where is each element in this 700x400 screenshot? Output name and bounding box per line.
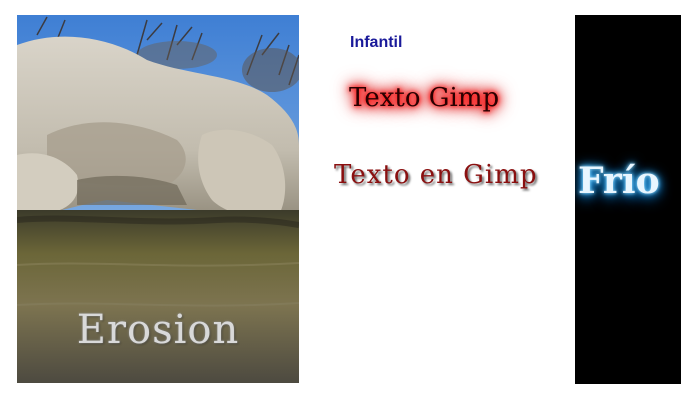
infantil-label: Infantil [350,34,403,51]
erosion-photo: Erosion [17,15,299,383]
cold-text-sample: Frío [578,160,660,202]
shadow-text-container: Texto en Gimp [334,160,546,200]
cold-text-panel: Frío [575,15,681,384]
shadow-text-sample: Texto en Gimp [334,160,538,190]
rock-landscape-image [17,15,299,383]
erosion-caption: Erosion [76,307,240,353]
glow-text-sample: Texto Gimp [349,83,500,113]
